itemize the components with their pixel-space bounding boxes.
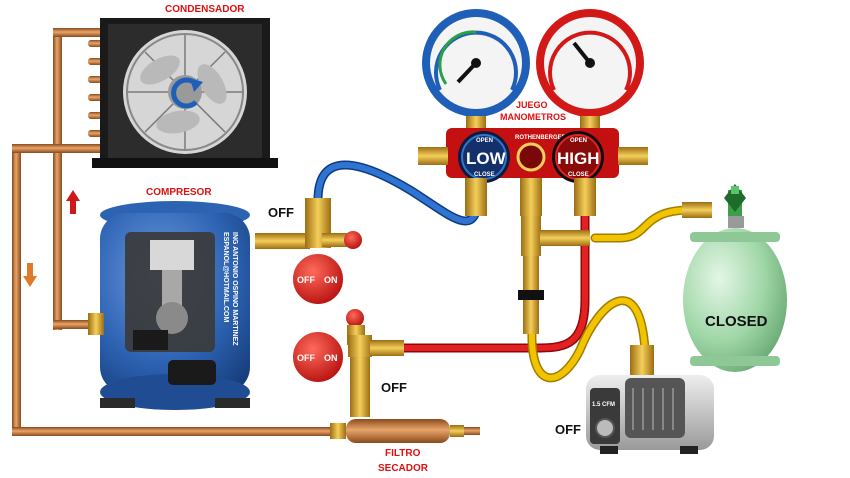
liquid-line-valve[interactable] — [346, 309, 404, 417]
condenser-label: CONDENSADOR — [165, 4, 245, 15]
liquid-valve-state: OFF — [381, 380, 407, 395]
manifold-brand: ROTHENBERGER — [515, 135, 567, 141]
condenser: CONDENSADOR — [88, 4, 278, 168]
copper-piping — [12, 28, 480, 436]
cylinder-status: CLOSED — [705, 313, 768, 330]
valve-icon[interactable] — [344, 231, 362, 249]
high-gauge — [536, 9, 644, 117]
compressor-engraving-2: ESPANOL@HOTMAIL.COM — [222, 232, 229, 322]
low-label: LOW — [466, 149, 507, 168]
high-label: HIGH — [557, 149, 600, 168]
switch-on-label: ON — [324, 275, 338, 285]
refrigerant-cylinder: CLOSED — [682, 184, 787, 372]
switch-off-label: OFF — [297, 275, 315, 285]
compressor-label: COMPRESOR — [146, 187, 212, 198]
low-close-label: CLOSE — [474, 172, 495, 178]
compressor-valve-switch[interactable]: OFF ON — [291, 252, 345, 306]
compressor: COMPRESOR ING ANTONIO OSPINO MARTINEZ ES… — [88, 187, 250, 410]
low-open-label: OPEN — [476, 138, 493, 144]
up-arrow-icon — [66, 190, 80, 214]
down-arrow-icon — [23, 263, 37, 287]
service-tee — [518, 216, 590, 334]
manifold-gauge-set: ROTHENBERGER OPEN LOW CLOSE OPEN HIGH CL… — [418, 9, 648, 216]
filter-drier — [330, 419, 464, 443]
high-open-label: OPEN — [570, 138, 587, 144]
knob-icon[interactable] — [346, 309, 364, 327]
manifold-label-1: JUEGO — [516, 100, 548, 110]
low-gauge — [422, 9, 530, 117]
rotation-arrow-icon — [171, 77, 203, 109]
high-valve-knob[interactable]: OPEN HIGH CLOSE — [552, 131, 604, 183]
low-valve-knob[interactable]: OPEN LOW CLOSE — [458, 131, 510, 183]
compressor-valve-state: OFF — [268, 205, 294, 220]
filter-label-2: SECADOR — [378, 463, 429, 474]
compressor-service-valve[interactable] — [255, 198, 362, 249]
manifold-label-2: MANOMETROS — [500, 112, 566, 122]
filter-label-1: FILTRO — [385, 448, 421, 459]
switch-off-label-2: OFF — [297, 353, 315, 363]
high-close-label: CLOSE — [568, 172, 589, 178]
vacuum-pump-state: OFF — [555, 422, 581, 437]
switch-on-label-2: ON — [324, 353, 338, 363]
vacuum-pump: 1.5 CFM — [586, 345, 714, 454]
pump-badge: 1.5 CFM — [592, 402, 615, 408]
compressor-engraving-1: ING ANTONIO OSPINO MARTINEZ — [231, 232, 238, 346]
hoses — [313, 160, 695, 383]
liquid-valve-switch[interactable]: OFF ON — [291, 330, 345, 384]
